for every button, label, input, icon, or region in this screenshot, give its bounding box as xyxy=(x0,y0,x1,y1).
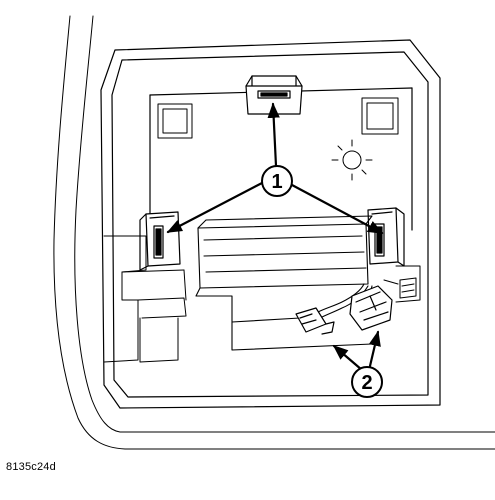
callout-1-arrow-left xyxy=(166,181,264,234)
callout-1-arrow-right xyxy=(290,183,384,235)
callout-2-label: 2 xyxy=(361,372,372,394)
top-retaining-clip xyxy=(245,75,303,115)
left-lower-bracket xyxy=(103,235,187,363)
callout-1-label: 1 xyxy=(271,171,282,193)
callout-1-arrow-top xyxy=(267,102,280,168)
figure-id: 8135c24d xyxy=(6,461,56,473)
center-module xyxy=(195,215,373,351)
headliner-outline xyxy=(53,15,495,450)
callout-2-arrow-right xyxy=(368,330,381,368)
callout-2-arrow-left xyxy=(332,344,364,372)
callout-1-circle xyxy=(261,165,293,197)
right-square-opening xyxy=(361,97,399,135)
right-lower-bracket xyxy=(395,265,421,303)
callout-1: 1 xyxy=(166,102,384,235)
electrical-connector-a xyxy=(295,307,335,335)
console-openings xyxy=(157,97,399,139)
lamp-icon xyxy=(331,139,373,181)
callout-2-circle xyxy=(351,366,383,398)
electrical-connector-b xyxy=(349,285,393,331)
left-square-opening xyxy=(157,103,193,139)
callout-2: 2 xyxy=(332,330,383,398)
